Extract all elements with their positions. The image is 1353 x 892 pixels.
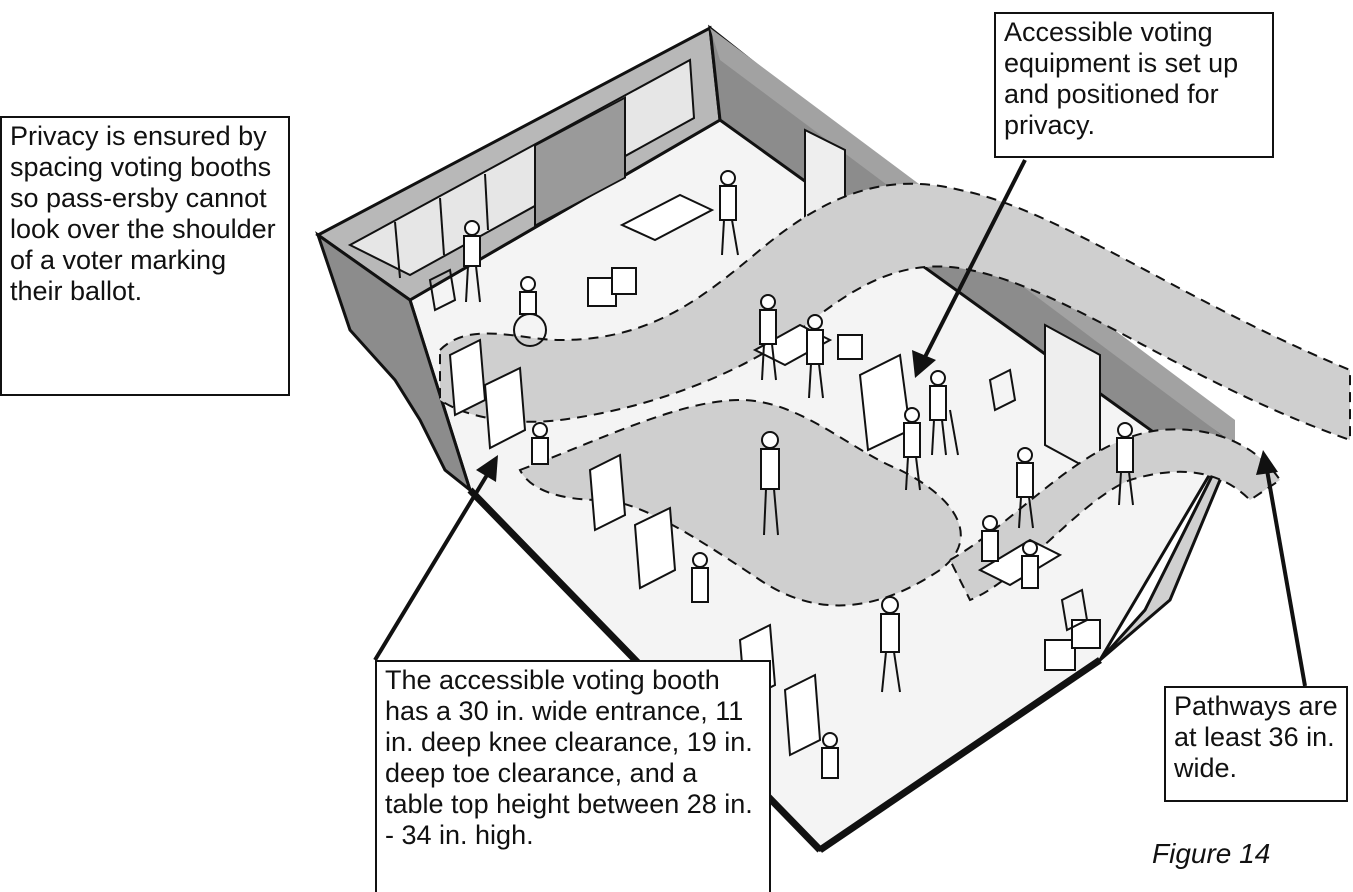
person (532, 423, 548, 464)
callout-privacy: Privacy is ensured by spacing voting boo… (0, 116, 290, 396)
box (612, 268, 636, 294)
figure-label: Figure 14 (1152, 838, 1270, 870)
arrow-pathways (1267, 470, 1305, 686)
person (692, 553, 708, 602)
person (982, 516, 998, 561)
box (838, 335, 862, 359)
callout-accessible-booth: The accessible voting booth has a 30 in.… (375, 660, 771, 892)
callout-accessible-equipment: Accessible voting equipment is set up an… (994, 12, 1274, 158)
callout-pathways: Pathways are at least 36 in. wide. (1164, 686, 1348, 802)
box (1072, 620, 1100, 648)
person (1022, 541, 1038, 588)
arrow-booth (375, 475, 487, 660)
person (822, 733, 838, 778)
box (1045, 640, 1075, 670)
